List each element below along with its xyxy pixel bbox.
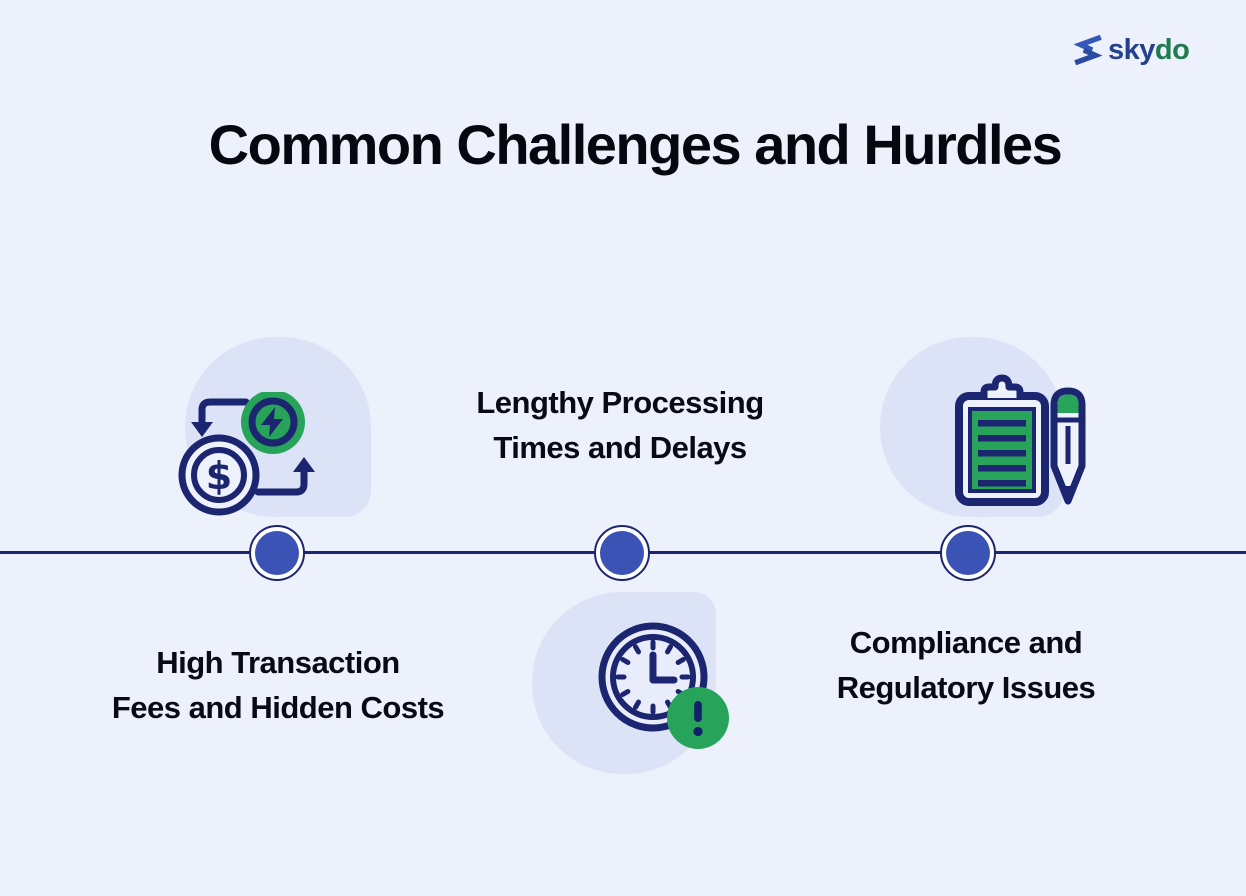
- timeline-node-1: [249, 525, 305, 581]
- brand-name-secondary: do: [1154, 33, 1190, 66]
- clock-delay-icon: [598, 622, 729, 749]
- brand-logo: skydo: [1072, 30, 1190, 70]
- timeline-node-2: [594, 525, 650, 581]
- timeline-node-dot: [255, 531, 299, 575]
- timeline-node-dot: [600, 531, 644, 575]
- clipboard-pencil-icon: [955, 374, 1086, 506]
- timeline-node-3: [940, 525, 996, 581]
- timeline-node-dot: [946, 531, 990, 575]
- step-label-lengthy-processing: Lengthy Processing Times and Delays: [476, 385, 764, 465]
- skydo-chevron-icon: [1073, 34, 1103, 66]
- currency-exchange-icon: $: [178, 392, 315, 516]
- step-label-high-transaction-fees: High Transaction Fees and Hidden Costs: [111, 645, 445, 725]
- brand-name-primary: sky: [1108, 33, 1155, 66]
- brand-name: skydo: [1108, 33, 1190, 67]
- page-title: Common Challenges and Hurdles: [208, 113, 1063, 176]
- step-label-compliance-regulatory: Compliance and Regulatory Issues: [836, 625, 1096, 705]
- dollar-sign: $: [206, 454, 232, 498]
